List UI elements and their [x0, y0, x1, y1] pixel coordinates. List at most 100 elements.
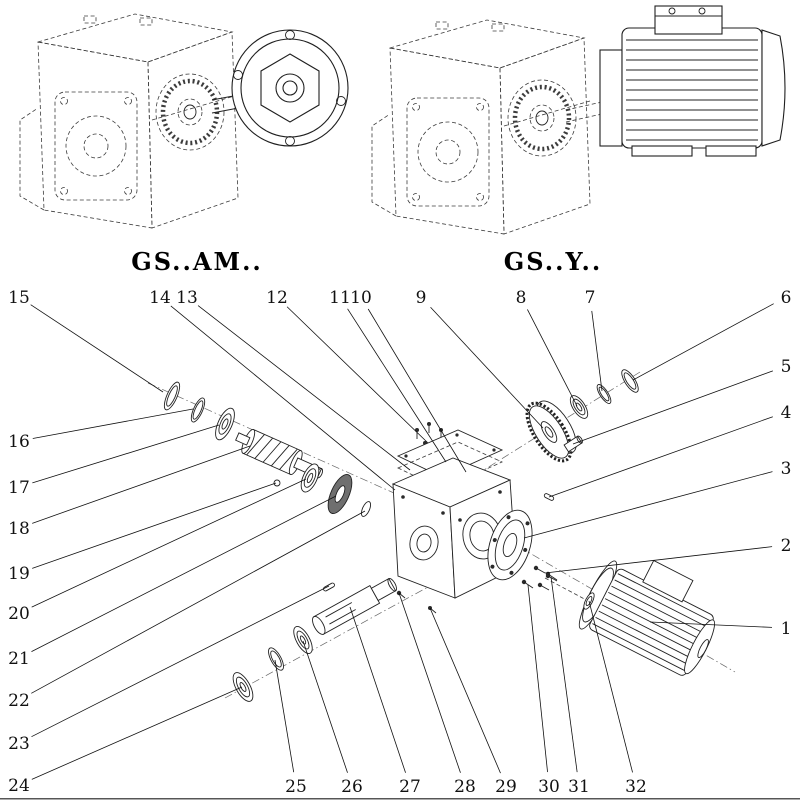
flange-hexagon [260, 53, 320, 123]
electric-motor [599, 5, 786, 157]
motor-flange [599, 49, 623, 147]
figure-gs-y: GS..Y.. [372, 5, 786, 276]
part-key-23 [323, 582, 335, 592]
figure-caption-gs-am: GS..AM.. [131, 247, 263, 276]
callout-label-2: 2 [781, 536, 792, 556]
callout-label-12: 12 [266, 288, 288, 308]
callout-label-18: 18 [8, 519, 30, 539]
leader-line-16 [32, 408, 194, 439]
callout-label-25: 25 [285, 777, 307, 797]
leader-line-27 [349, 606, 406, 773]
leader-line-23 [31, 585, 330, 738]
leader-line-28 [398, 592, 461, 773]
part-pin-19 [273, 479, 281, 487]
callout-label-1: 1 [781, 619, 792, 639]
leader-line-24 [31, 686, 243, 780]
leader-line-11 [347, 308, 447, 463]
motor-fins [626, 39, 758, 141]
part-flange-3 [487, 509, 533, 581]
part-ring-7 [596, 384, 612, 404]
callout-label-19: 19 [8, 564, 30, 584]
leader-line-12 [286, 306, 429, 444]
leader-line-5 [572, 370, 773, 445]
callout-label-14: 14 [149, 288, 171, 308]
part-disc-21 [327, 474, 353, 514]
part-snap-ring-25 [268, 647, 284, 671]
part-bearing-8 [569, 395, 589, 419]
leader-line-31 [550, 576, 578, 773]
exploded-view: 1234567891011121314151617181920212223242… [8, 288, 791, 797]
leader-line-10 [367, 308, 467, 473]
callout-label-9: 9 [416, 288, 427, 308]
part-seal-ring-15 [163, 381, 181, 411]
leader-line-13 [197, 305, 411, 471]
leader-line-30 [527, 584, 548, 773]
leader-line-22 [31, 510, 366, 694]
figure-gs-am: GS..AM.. [20, 14, 349, 276]
leader-line-20 [31, 478, 307, 608]
callout-label-27: 27 [399, 777, 421, 797]
leader-line-29 [429, 607, 501, 774]
callout-label-31: 31 [568, 777, 590, 797]
callout-label-5: 5 [781, 357, 792, 377]
leader-line-15 [30, 304, 164, 393]
callout-label-7: 7 [585, 288, 596, 308]
callout-label-13: 13 [176, 288, 198, 308]
callout-label-22: 22 [8, 691, 30, 711]
part-motor-1 [578, 559, 716, 676]
motor-fan-cover [761, 29, 786, 147]
leader-line-9 [430, 306, 544, 429]
figure-caption-gs-y: GS..Y.. [504, 247, 602, 276]
callout-label-30: 30 [538, 777, 560, 797]
callout-label-11: 11 [329, 288, 351, 308]
leader-line-14 [170, 305, 396, 491]
part-bearing-26 [293, 626, 313, 654]
part-snap-ring-16 [190, 397, 206, 423]
motor-terminal-box [654, 5, 723, 35]
callout-label-32: 32 [625, 777, 647, 797]
callout-label-8: 8 [516, 288, 527, 308]
callout-label-6: 6 [781, 288, 792, 308]
motor-foot [631, 145, 693, 157]
part-oil-seal-24 [232, 672, 254, 702]
gearbox-housing-drawing [372, 20, 590, 234]
output-flange [231, 29, 349, 147]
callout-label-29: 29 [495, 777, 517, 797]
part-gear-9 [525, 400, 577, 463]
leader-line-4 [548, 416, 773, 498]
callout-label-26: 26 [341, 777, 363, 797]
part-bolts-2 [533, 565, 593, 604]
part-bolts-28-29 [396, 590, 437, 614]
output-axis [224, 586, 429, 699]
leader-line-2 [544, 546, 773, 574]
part-gasket-14 [397, 441, 503, 490]
callout-label-17: 17 [8, 478, 30, 498]
part-ring-22 [360, 501, 372, 517]
leader-line-6 [632, 303, 774, 381]
gearbox-housing-drawing [20, 14, 238, 228]
leader-line-17 [32, 424, 220, 484]
callout-label-21: 21 [8, 649, 30, 669]
leader-line-1 [649, 621, 773, 628]
leader-line-32 [588, 600, 633, 773]
leader-line-19 [32, 482, 277, 569]
callout-label-16: 16 [8, 432, 30, 452]
leader-line-26 [302, 640, 348, 773]
callout-label-15: 15 [8, 288, 30, 308]
leader-line-18 [32, 445, 251, 524]
motor-shaft [565, 101, 603, 123]
leader-line-25 [274, 659, 295, 773]
callout-label-4: 4 [781, 403, 792, 423]
part-output-shaft-27 [312, 577, 397, 635]
leader-line-8 [527, 309, 578, 407]
part-bearing-17 [215, 407, 235, 441]
part-snap-ring-6 [621, 369, 639, 393]
leader-line-3 [523, 471, 773, 539]
callout-label-24: 24 [8, 776, 30, 796]
callout-label-28: 28 [454, 777, 476, 797]
callout-label-20: 20 [8, 604, 30, 624]
callout-label-3: 3 [781, 459, 792, 479]
part-bearing-20 [300, 463, 320, 493]
